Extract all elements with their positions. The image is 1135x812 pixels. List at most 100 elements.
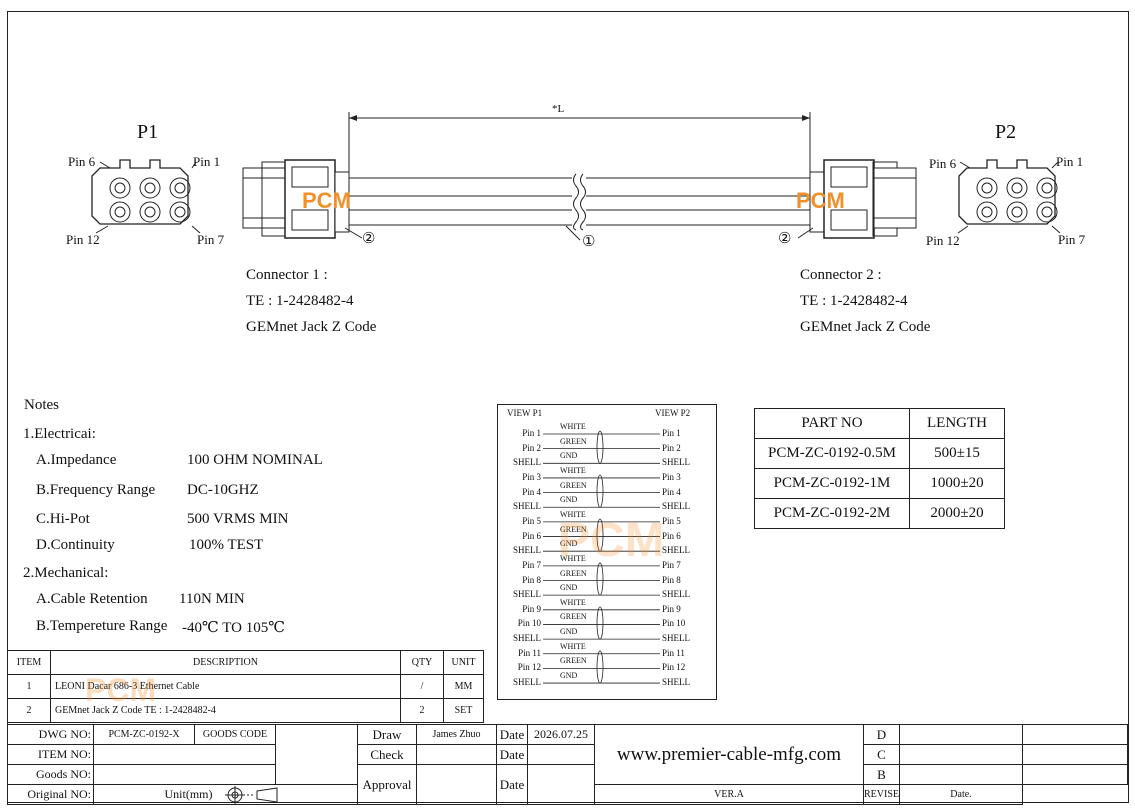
approval-label: Approval: [357, 764, 417, 805]
date-label: Date: [496, 724, 528, 745]
part-no-cell: PCM-ZC-0192-0.5M: [754, 438, 910, 469]
watermark-logo-center: PCM: [558, 514, 665, 567]
part-no-cell: PCM-ZC-0192-2M: [754, 498, 910, 529]
title-block: DWG NO: PCM-ZC-0192-X GOODS CODE Draw Ja…: [7, 724, 1128, 805]
bom-qty-cell: 2: [400, 698, 444, 723]
wiring-right-pin: SHELL: [662, 677, 690, 688]
bom-desc-header: DESCRIPTION: [50, 650, 401, 675]
unit-label: Unit(mm): [164, 787, 213, 801]
p1-pin12-label: Pin 12: [66, 232, 100, 247]
wiring-right-pin: Pin 6: [662, 530, 681, 541]
part-no-header: PART NO: [754, 408, 910, 439]
length-header: LENGTH: [909, 408, 1005, 439]
rev-d: D: [863, 724, 900, 745]
balloon-connector-left: ②: [362, 231, 376, 247]
connector1-desc: GEMnet Jack Z Code: [246, 319, 377, 335]
wiring-right-pin: Pin 5: [662, 515, 681, 526]
wiring-wire-color: GND: [560, 671, 578, 681]
p2-face-view: [957, 159, 1061, 234]
wiring-wire-color: WHITE: [560, 553, 586, 563]
p2-pin1-label: Pin 1: [1056, 154, 1084, 169]
check-label: Check: [357, 744, 417, 765]
length-cell: 1000±20: [909, 468, 1005, 499]
bom-qty-header: QTY: [400, 650, 444, 675]
wiring-wire-color: GND: [560, 495, 578, 505]
wiring-lines: [543, 430, 660, 684]
temperature-label: B.Tempereture Range: [36, 618, 168, 634]
wiring-right-pin: SHELL: [662, 545, 690, 556]
right-connector-body: [809, 159, 917, 239]
wiring-left-pin: Pin 12: [517, 662, 541, 673]
connector2-label: Connector 2 :: [800, 267, 882, 283]
dwg-no-value: PCM-ZC-0192-X: [93, 724, 195, 745]
bom-unit-cell: MM: [443, 674, 484, 699]
wiring-wire-color: GND: [560, 627, 578, 637]
wiring-left-pin: Pin 11: [518, 647, 541, 658]
wiring-left-pin: SHELL: [513, 501, 541, 512]
bom-unit-cell: SET: [443, 698, 484, 723]
p1-title: P1: [137, 121, 159, 143]
wiring-left-pin: SHELL: [513, 633, 541, 644]
p2-pin7-label: Pin 7: [1058, 232, 1086, 247]
frequency-label: B.Frequency Range: [36, 482, 156, 498]
retention-value: 110N MIN: [179, 591, 245, 607]
wiring-wire-color: WHITE: [560, 465, 586, 475]
wiring-left-pin: SHELL: [513, 677, 541, 688]
wiring-wire-color: GND: [560, 583, 578, 593]
wiring-right-pin: Pin 7: [662, 559, 681, 570]
bom-item-header: ITEM: [7, 650, 51, 675]
length-cell: 500±15: [909, 438, 1005, 469]
temperature-value: -40℃ TO 105℃: [182, 620, 286, 636]
twisted-pair-mark: [596, 430, 604, 464]
bom-unit-header: UNIT: [443, 650, 484, 675]
wiring-left-pin: Pin 7: [522, 559, 541, 570]
connector2-desc: GEMnet Jack Z Code: [800, 319, 931, 335]
bom-item-cell: 1: [7, 674, 51, 699]
wiring-wire-color: WHITE: [560, 422, 586, 431]
draw-name: James Zhuo: [416, 724, 497, 745]
balloon-connector-right: ②: [778, 231, 792, 247]
watermark-logo-right: PCM: [796, 188, 845, 213]
dwg-no-label: DWG NO:: [7, 724, 94, 745]
approval-date-label: Date: [496, 764, 528, 805]
table-row: 1 LEONI Dacar 686-3 Ethernet Cable / MM: [7, 674, 484, 699]
continuity-label: D.Continuity: [36, 537, 115, 553]
frequency-value: DC-10GHZ: [187, 482, 259, 498]
cable-drawing: [91, 112, 1061, 241]
p2-pin6-label: Pin 6: [929, 156, 957, 171]
wiring-right-pin: Pin 2: [662, 442, 681, 453]
p2-title: P2: [995, 121, 1017, 143]
table-row: PCM-ZC-0192-2M 2000±20: [754, 498, 1005, 529]
left-connector-body: [242, 159, 350, 239]
view-p2-label: VIEW P2: [655, 408, 691, 418]
p1-pin6-label: Pin 6: [68, 154, 96, 169]
wiring-left-pin: Pin 3: [522, 471, 541, 482]
cable-body: [349, 173, 810, 231]
view-p1-label: VIEW P1: [507, 408, 543, 418]
wiring-left-pin: SHELL: [513, 457, 541, 468]
wiring-right-pin: Pin 12: [662, 662, 686, 673]
bom-item-cell: 2: [7, 698, 51, 723]
watermark-logo-left: PCM: [302, 188, 351, 213]
wiring-right-pin: Pin 4: [662, 486, 681, 497]
wiring-right-pin: Pin 9: [662, 603, 681, 614]
twisted-pair-mark: [596, 606, 604, 640]
goods-no-label: Goods NO:: [7, 764, 94, 785]
wiring-wire-color: WHITE: [560, 597, 586, 607]
continuity-value: 100% TEST: [189, 537, 264, 553]
connector1-part: TE : 1-2428482-4: [246, 293, 354, 309]
notes-electrical: 1.Electricai:: [23, 426, 96, 442]
part-no-cell: PCM-ZC-0192-1M: [754, 468, 910, 499]
wiring-left-pin: SHELL: [513, 589, 541, 600]
date-value: 2026.07.25: [527, 724, 595, 745]
wiring-right-pin: Pin 11: [662, 647, 685, 658]
rev-c: C: [863, 744, 900, 765]
item-no-label: ITEM NO:: [7, 744, 94, 765]
wiring-right-pin: Pin 8: [662, 574, 681, 585]
wiring-wire-color: WHITE: [560, 641, 586, 651]
wiring-wire-color: GREEN: [560, 436, 587, 446]
retention-label: A.Cable Retention: [36, 591, 148, 607]
bom-table: ITEM DESCRIPTION QTY UNIT 1 LEONI Dacar …: [7, 650, 484, 723]
wiring-wire-color: GREEN: [560, 524, 587, 534]
